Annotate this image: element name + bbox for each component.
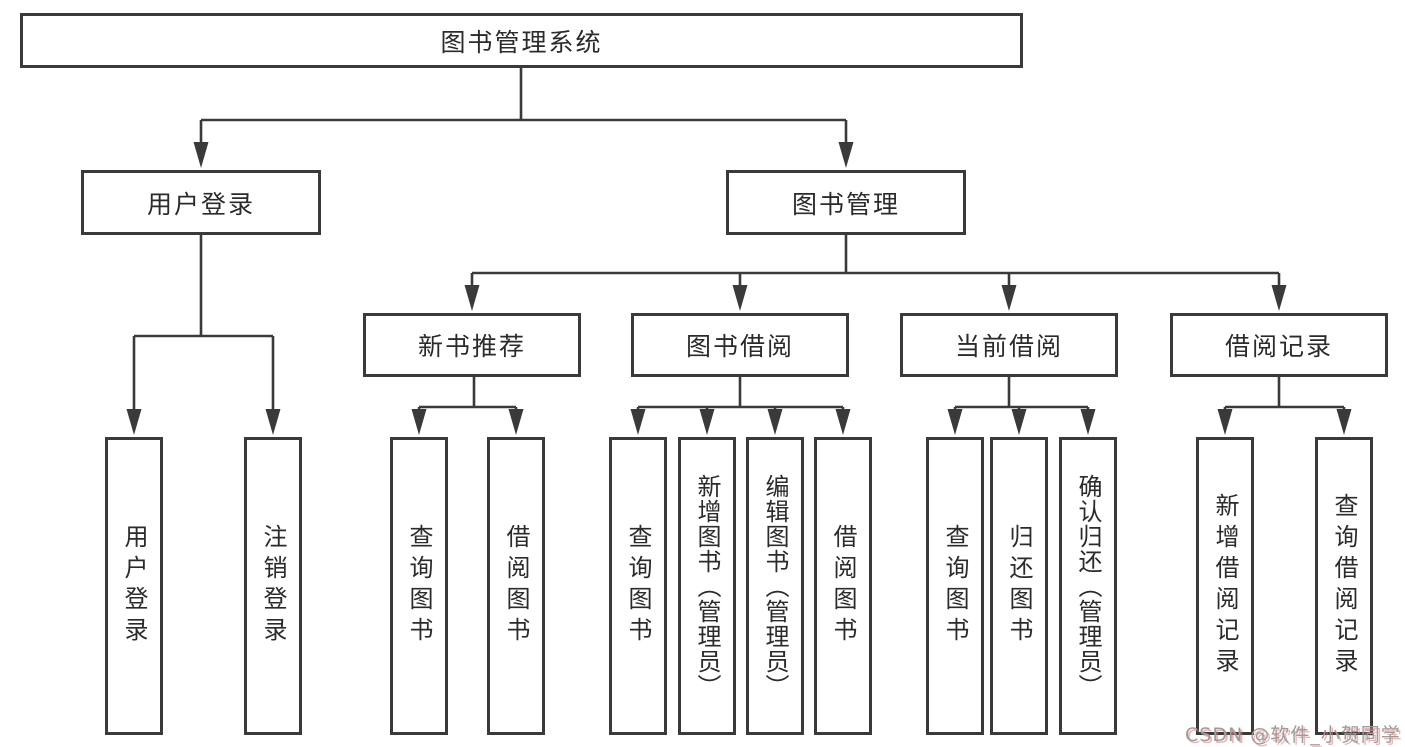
leaf-borrow-books: 借阅图书 xyxy=(814,437,872,735)
connector-book-management-to-level3 xyxy=(464,235,1287,311)
node-label: 借阅记录 xyxy=(1224,332,1333,361)
node-label: 图书管理系统 xyxy=(440,27,603,57)
node-label: 图书管理 xyxy=(791,189,900,219)
node-label: 新增借阅记录 xyxy=(1211,493,1239,679)
connector-user-login-to-leaves xyxy=(126,235,281,435)
node-label: 查询图书 xyxy=(405,524,433,648)
node-label: 新增图书（管理员） xyxy=(693,473,721,699)
node-book-borrow: 图书借阅 xyxy=(631,313,849,377)
leaf-logout: 注销登录 xyxy=(244,437,302,735)
node-borrow-records: 借阅记录 xyxy=(1170,313,1388,377)
connector-current-borrow-to-leaves xyxy=(947,377,1096,435)
node-label: 用户登录 xyxy=(120,524,148,648)
node-label: 新书推荐 xyxy=(417,332,526,361)
node-label: 归还图书 xyxy=(1005,524,1033,648)
leaf-add-book-admin: 新增图书（管理员） xyxy=(678,437,736,735)
leaf-query-books-recommend: 查询图书 xyxy=(390,437,448,735)
connector-borrow-records-to-leaves xyxy=(1217,377,1352,435)
node-label: 查询图书 xyxy=(941,524,969,648)
leaf-borrow-books-recommend: 借阅图书 xyxy=(487,437,545,735)
node-label: 确认归还（管理员） xyxy=(1074,473,1102,699)
leaf-add-borrow-record: 新增借阅记录 xyxy=(1196,437,1254,735)
node-label: 查询图书 xyxy=(624,524,652,648)
node-user-login: 用户登录 xyxy=(81,170,321,235)
node-new-book-recommend: 新书推荐 xyxy=(363,313,581,377)
node-label: 借阅图书 xyxy=(829,524,857,648)
node-label: 用户登录 xyxy=(146,189,255,219)
node-current-borrow: 当前借阅 xyxy=(900,313,1118,377)
node-label: 注销登录 xyxy=(259,524,287,648)
leaf-query-books-borrow: 查询图书 xyxy=(609,437,667,735)
node-label: 编辑图书（管理员） xyxy=(761,473,789,699)
node-label: 当前借阅 xyxy=(954,332,1063,361)
node-book-management: 图书管理 xyxy=(726,170,966,235)
connector-new-book-recommend-to-leaves xyxy=(411,377,524,435)
leaf-query-books-current: 查询图书 xyxy=(926,437,984,735)
connector-book-borrow-to-leaves xyxy=(630,377,851,435)
node-label: 查询借阅记录 xyxy=(1330,493,1358,679)
csdn-watermark: CSDN @软件_小贺同学 xyxy=(1185,724,1401,746)
connector-root-to-level2 xyxy=(193,68,854,168)
leaf-user-login: 用户登录 xyxy=(105,437,163,735)
leaf-edit-book-admin: 编辑图书（管理员） xyxy=(746,437,804,735)
leaf-query-borrow-record: 查询借阅记录 xyxy=(1315,437,1373,735)
leaf-return-book: 归还图书 xyxy=(990,437,1048,735)
node-label: 借阅图书 xyxy=(502,524,530,648)
node-label: 图书借阅 xyxy=(685,332,794,361)
node-library-management-system: 图书管理系统 xyxy=(20,13,1023,68)
leaf-confirm-return-admin: 确认归还（管理员） xyxy=(1059,437,1117,735)
